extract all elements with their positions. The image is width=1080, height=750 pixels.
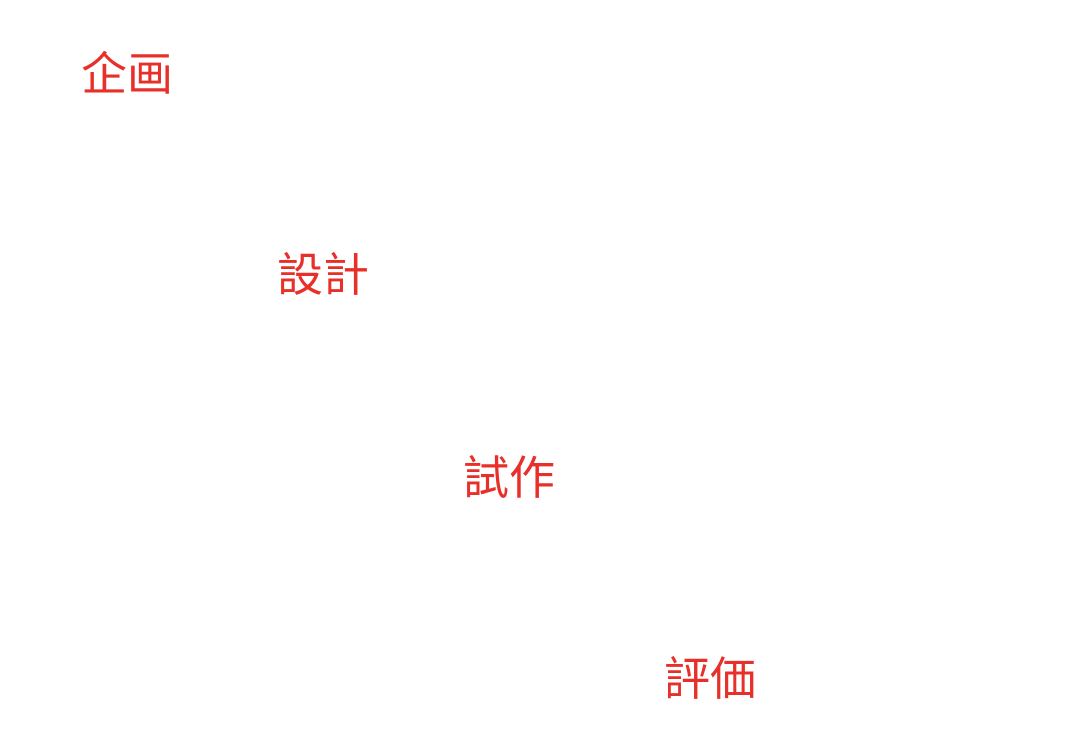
- step-label-planning: 企画: [81, 47, 173, 101]
- step-label-prototype: 試作: [463, 451, 555, 505]
- step-label-evaluation: 評価: [664, 652, 756, 706]
- step-label-design: 設計: [277, 248, 369, 302]
